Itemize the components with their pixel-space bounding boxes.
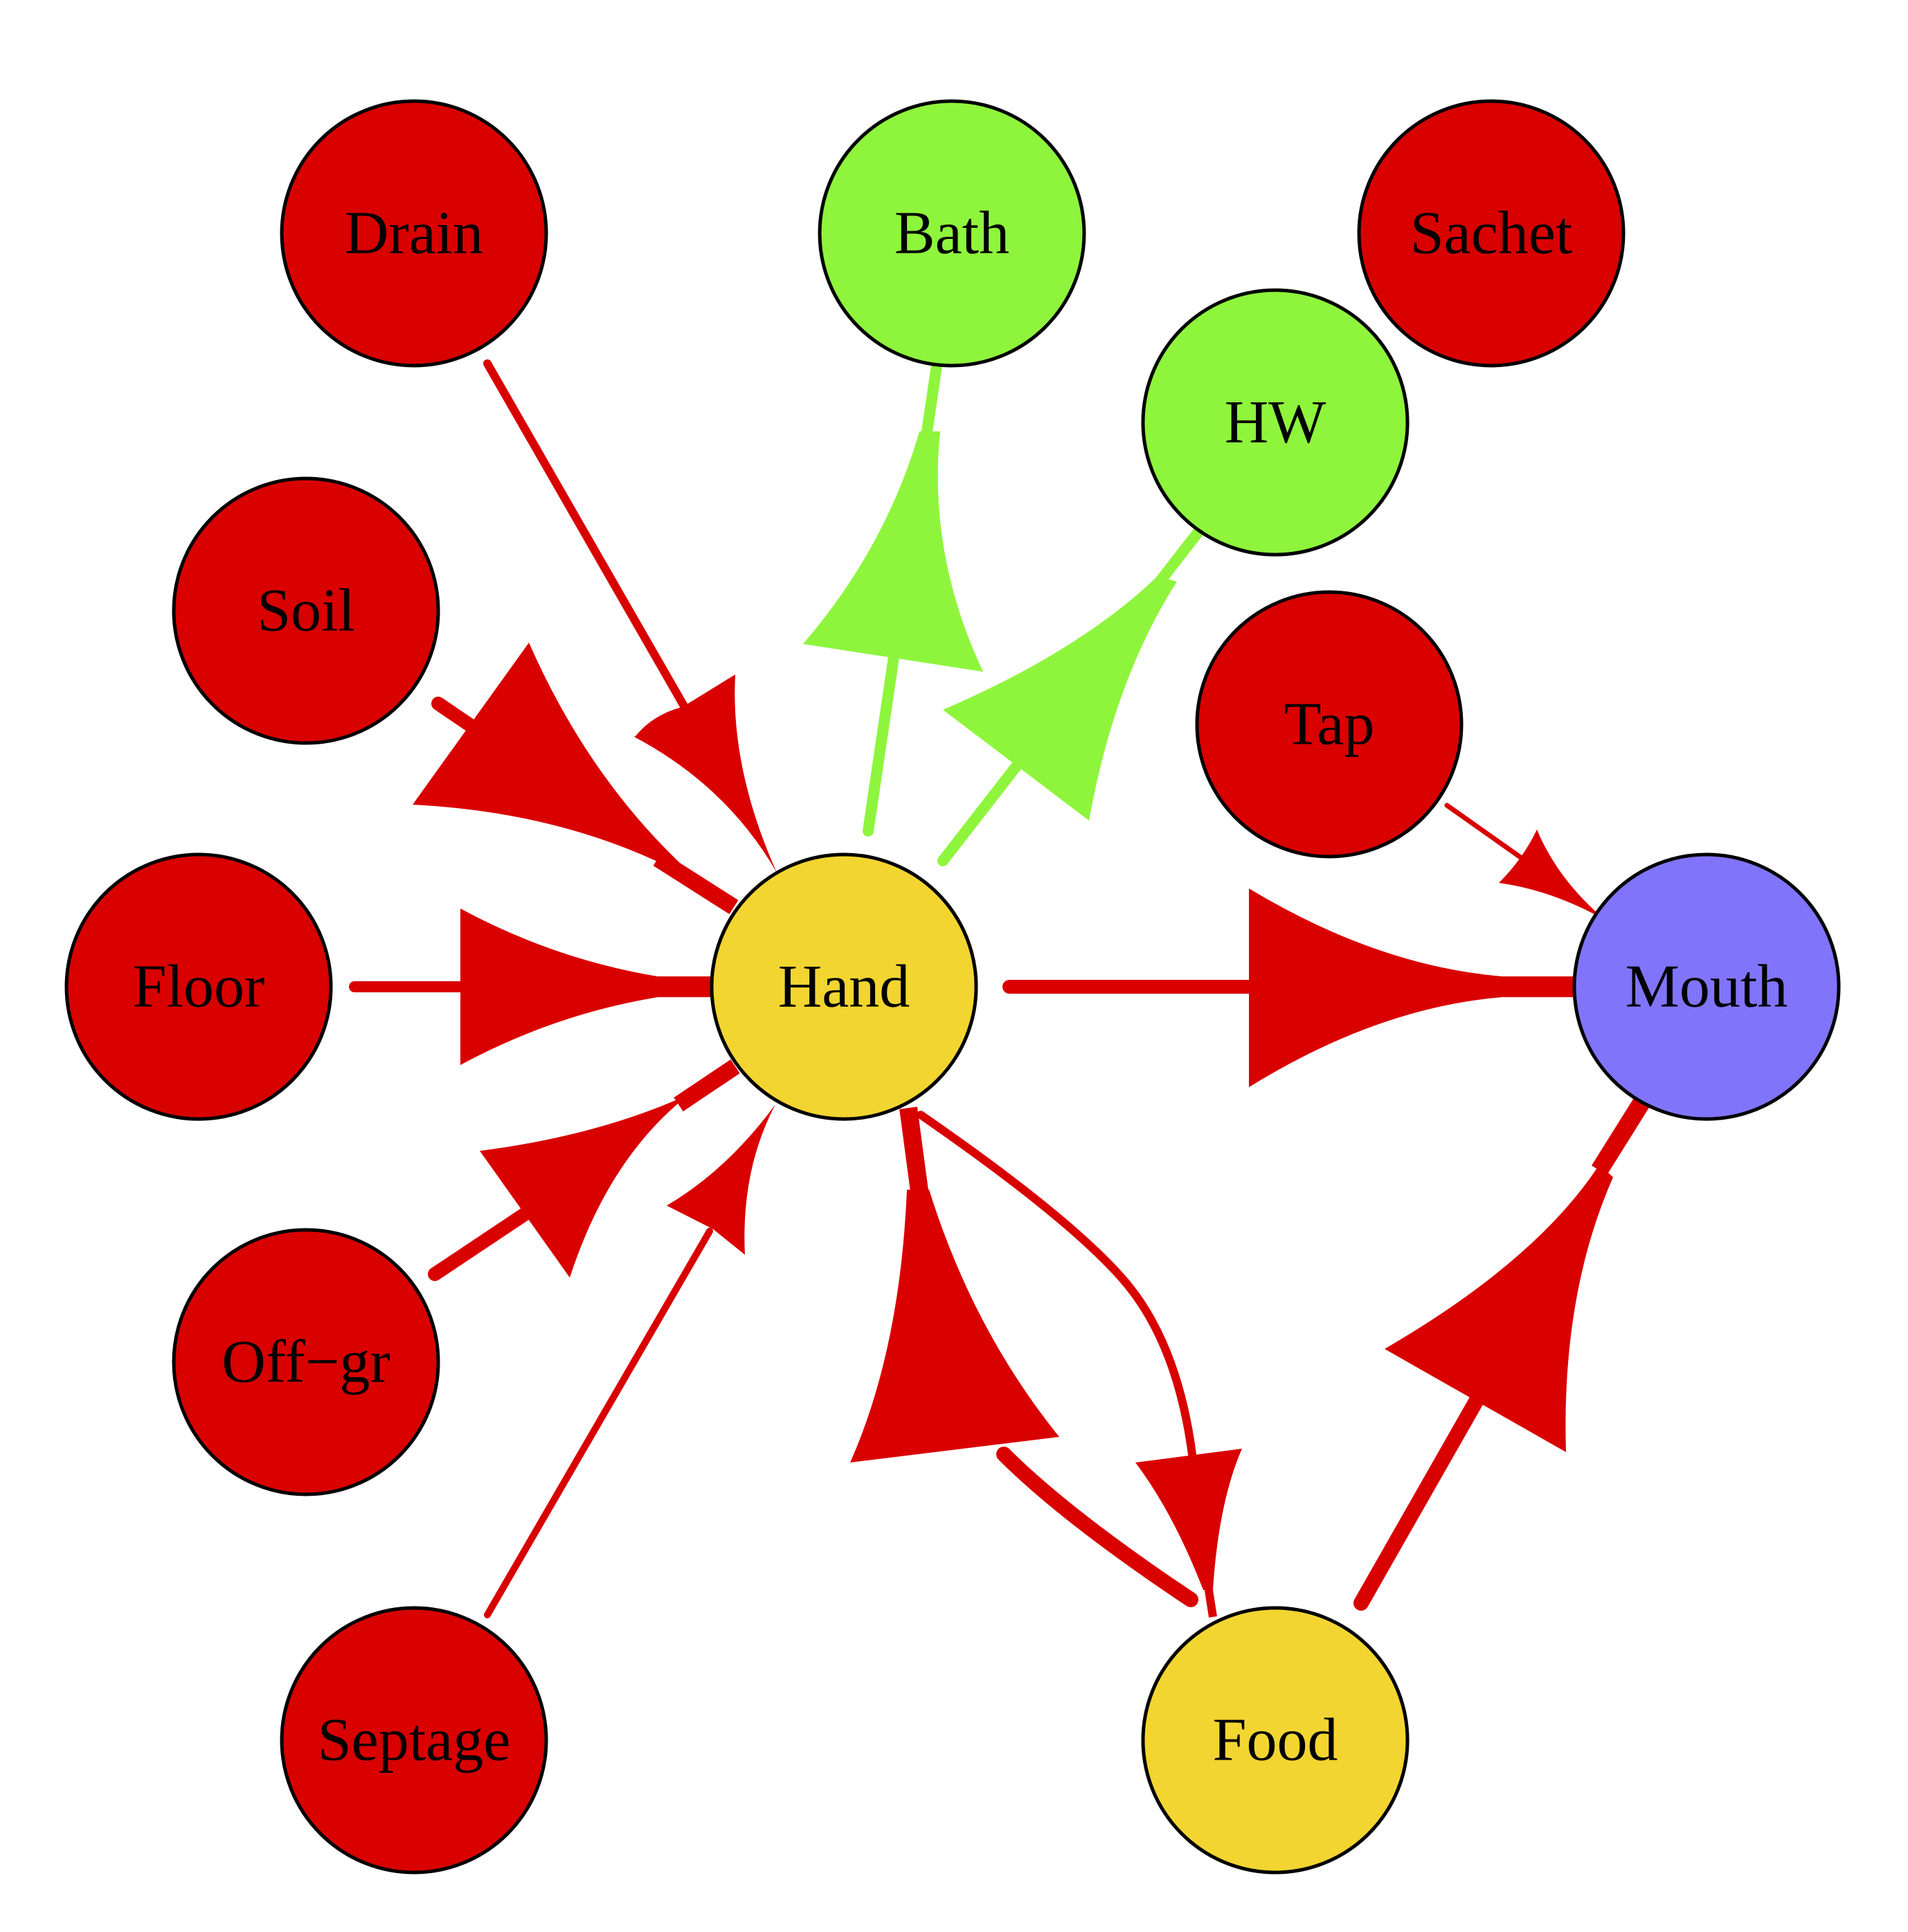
edge-septage-to-hand-arrowhead [667, 1104, 775, 1255]
edge-drain-to-hand [483, 359, 777, 873]
edge-hand-to-mouth-arrowhead [1249, 888, 1578, 1087]
node-hw-circle [1141, 288, 1410, 557]
edge-food-to-hand-arrowhead [850, 1190, 1059, 1463]
node-offgr-label: Off−gr [222, 1329, 390, 1396]
edge-hand-to-food-line [917, 1111, 1196, 1458]
edge-hand-to-bath-arrowhead [803, 431, 983, 672]
node-sachet-label: Sachet [1410, 200, 1573, 267]
node-septage: Septage [280, 1606, 548, 1875]
node-hand: Hand [710, 852, 978, 1121]
edges [349, 359, 1654, 1618]
node-sachet-circle [1357, 99, 1626, 368]
edge-hand-to-food [917, 1111, 1242, 1618]
node-septage-circle [280, 1606, 548, 1875]
edge-food-to-hand [850, 1107, 1198, 1607]
edge-hand-to-mouth [1002, 888, 1585, 1087]
node-tap-circle [1195, 590, 1464, 859]
node-drain: Drain [280, 99, 548, 368]
edge-soil-to-hand-line [431, 697, 478, 733]
node-hw: HW [1141, 288, 1410, 557]
node-mouth-circle [1572, 852, 1841, 1121]
node-food-label: Food [1213, 1707, 1338, 1774]
node-tap: Tap [1195, 590, 1464, 859]
node-mouth: Mouth [1572, 852, 1841, 1121]
edge-hand-to-hw-arrowhead [943, 576, 1177, 821]
node-drain-label: Drain [345, 200, 483, 267]
node-bath-circle [818, 99, 1086, 368]
edge-hand-to-food-arrowhead [1135, 1449, 1242, 1590]
edge-septage-to-hand [484, 1104, 775, 1618]
node-drain-circle [280, 99, 548, 368]
node-offgr: Off−gr [172, 1228, 440, 1496]
node-bath-label: Bath [894, 200, 1009, 267]
edge-floor-to-hand-arrowhead [460, 909, 713, 1065]
node-soil-circle [172, 476, 440, 745]
edge-offgr-to-hand [428, 1059, 740, 1281]
node-food-circle [1141, 1606, 1410, 1875]
node-septage-label: Septage [318, 1707, 511, 1774]
node-hand-circle [710, 852, 978, 1121]
node-offgr-circle [172, 1228, 440, 1496]
edge-septage-to-hand-line [484, 1228, 713, 1618]
edge-food-to-mouth-arrowhead [1385, 1165, 1613, 1452]
edge-soil-to-hand-arrowhead [413, 643, 698, 879]
edge-hand-to-hw [937, 523, 1207, 866]
edge-food-to-hand-line [996, 1447, 1198, 1607]
node-soil: Soil [172, 476, 440, 745]
node-tap-label: Tap [1284, 691, 1375, 758]
edge-food-to-mouth [1353, 1091, 1654, 1611]
node-floor-label: Floor [133, 954, 265, 1021]
node-hand-label: Hand [778, 954, 910, 1021]
edge-offgr-to-hand-line [428, 1206, 533, 1281]
node-food: Food [1141, 1606, 1410, 1875]
node-soil-label: Soil [257, 578, 355, 645]
node-floor-circle [64, 852, 333, 1121]
edge-drain-to-hand-line [483, 359, 692, 717]
node-mouth-label: Mouth [1626, 954, 1788, 1021]
nodes: Drain Bath Sachet HW Soil Tap Floor [64, 99, 1841, 1875]
edge-tap-to-mouth-arrowhead [1499, 830, 1605, 920]
node-floor: Floor [64, 852, 333, 1121]
node-sachet: Sachet [1357, 99, 1626, 368]
node-bath: Bath [818, 99, 1086, 368]
edge-offgr-to-hand-arrowhead [480, 1094, 690, 1278]
edge-soil-to-hand [413, 643, 739, 915]
node-hw-label: HW [1225, 389, 1326, 456]
edge-hand-to-bath [803, 360, 983, 837]
edge-tap-to-mouth [1444, 803, 1605, 920]
edge-floor-to-hand [349, 909, 713, 1065]
